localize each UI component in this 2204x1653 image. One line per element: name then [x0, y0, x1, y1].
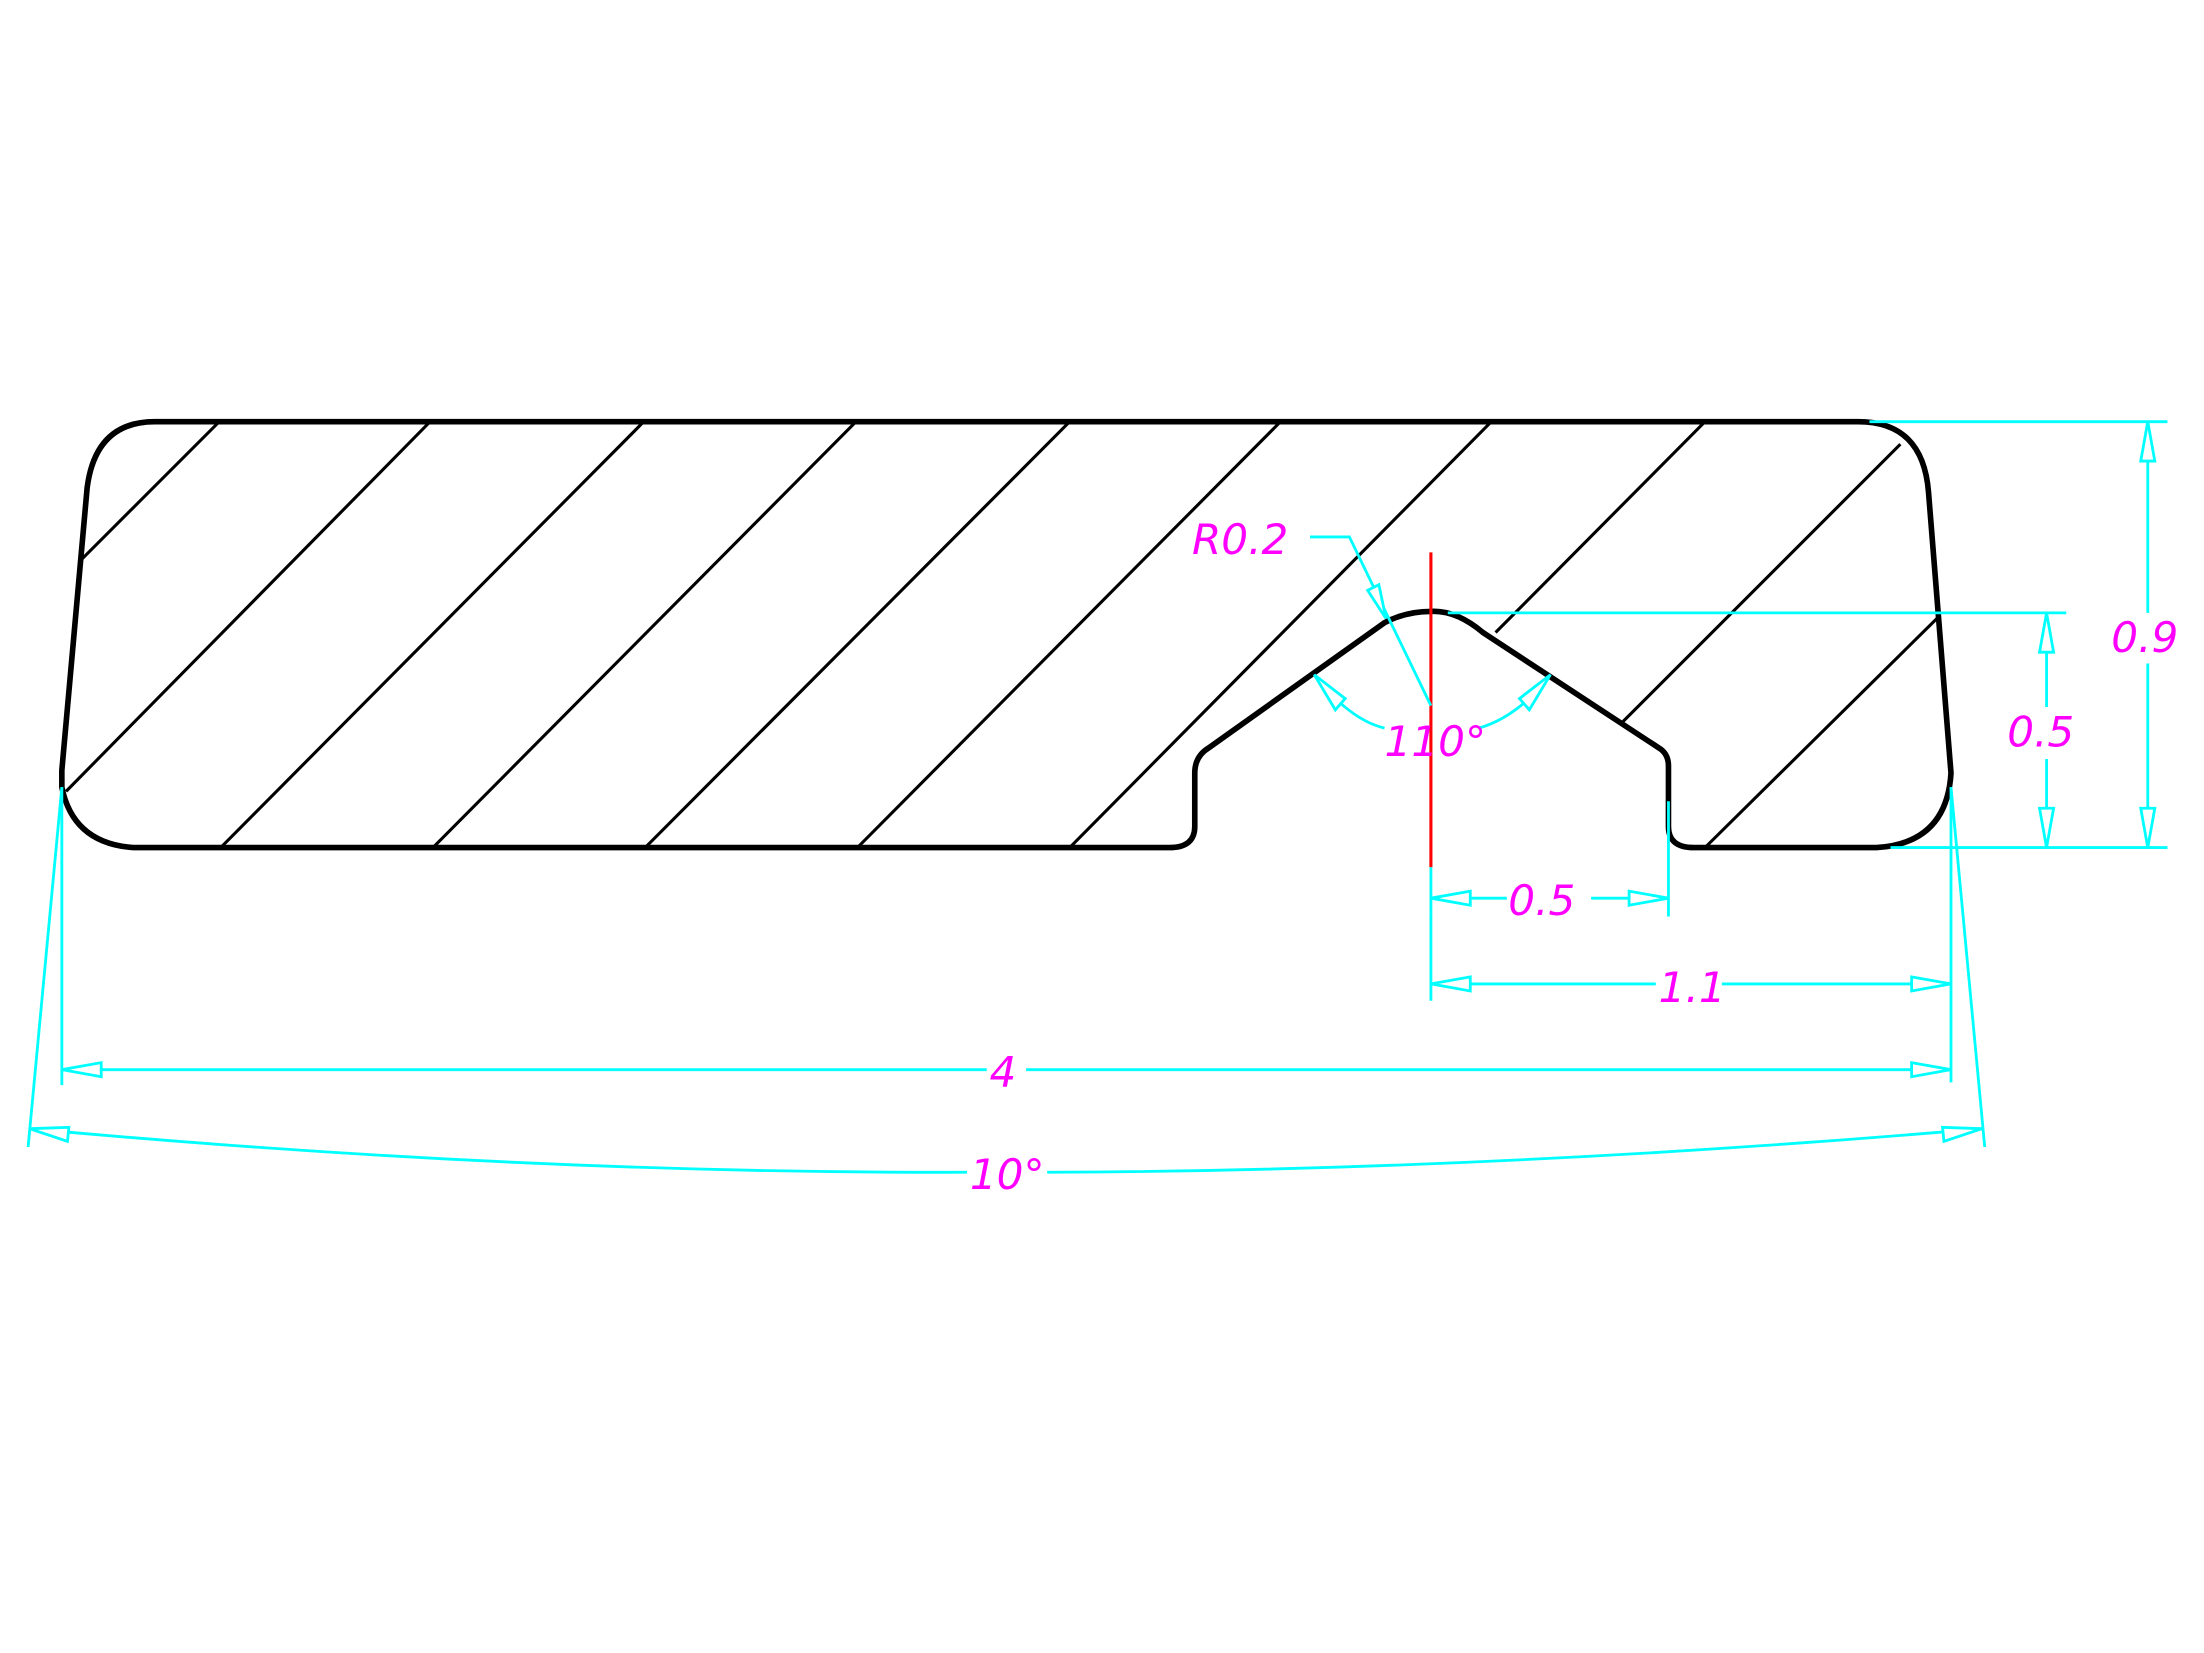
total-height-dimension: 0.9	[1869, 420, 2178, 849]
groove-angle-label: 110°	[1385, 717, 1487, 766]
groove-offset-label: 0.5	[1508, 876, 1575, 925]
groove-depth-dimension: 0.5	[1447, 611, 2074, 848]
groove-angle-dimension: 110°	[1313, 673, 1552, 766]
taper-angle-label: 10°	[970, 1150, 1045, 1199]
overall-width-dimension: 4	[60, 787, 1952, 1097]
radius-label: R0.2	[1192, 515, 1288, 564]
groove-offset-dimension: 0.5	[1429, 801, 1670, 925]
taper-angle-dimension: 10°	[26, 787, 1987, 1199]
groove-depth-label: 0.5	[2007, 707, 2074, 756]
center-to-edge-label: 1.1	[1659, 963, 1726, 1012]
section-hatching	[64, 421, 1939, 848]
center-to-edge-dimension: 1.1	[1429, 787, 1953, 1083]
total-height-label: 0.9	[2111, 613, 2178, 662]
radius-dimension: R0.2	[1192, 515, 1433, 707]
overall-width-label: 4	[990, 1048, 1017, 1097]
